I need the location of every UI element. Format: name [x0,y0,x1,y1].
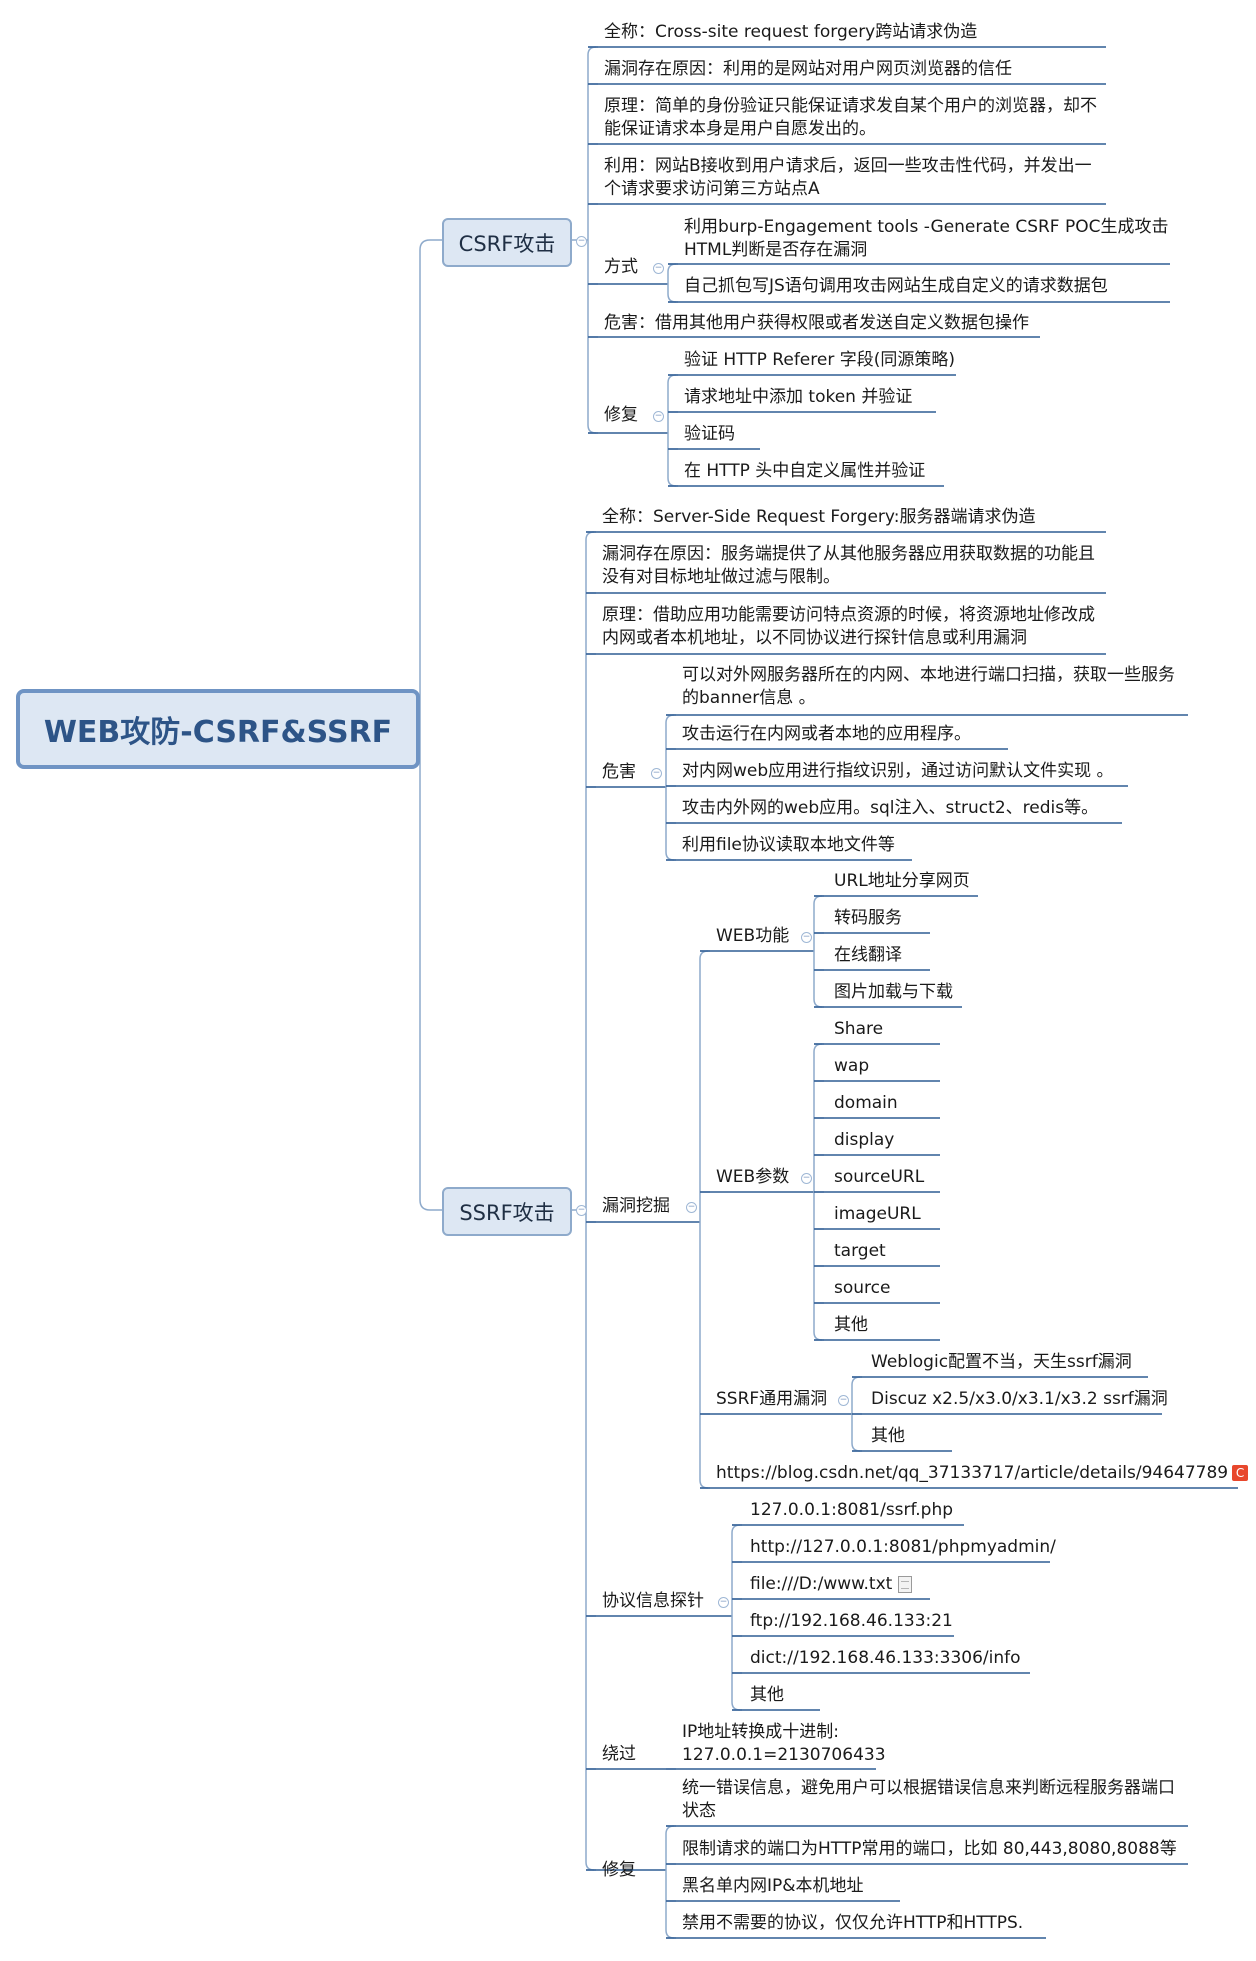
connector-line [585,1861,595,1871]
csrf-fullname: 全称：Cross-site request forgery跨站请求伪造 [604,22,978,42]
web-func-2: 转码服务 [834,908,902,928]
root-topic[interactable]: WEB攻防-CSRF&SSRF [16,689,420,769]
ssrf-harm-4: 攻击内外网的web应用。sql注入、struct2、redis等。 [682,798,1099,818]
ssrf-reference-link[interactable]: https://blog.csdn.net/qq_37133717/articl… [716,1462,1249,1485]
collapse-icon[interactable]: − [576,1205,587,1216]
connector-line [813,895,823,905]
csrf-method-2: 自己抓包写JS语句调用攻击网站生成自定义的请求数据包 [684,276,1108,296]
csrf-method-label: 方式 [604,257,638,277]
connector-line [419,239,442,725]
collapse-icon[interactable]: − [576,236,587,247]
collapse-icon[interactable]: − [686,1202,697,1213]
web-func-1: URL地址分享网页 [834,871,970,891]
ssrf-common-3: 其他 [871,1426,905,1446]
connector-line [587,46,597,56]
collapse-icon[interactable]: − [653,263,664,274]
connector-line [419,725,442,1211]
web-func-label: WEB功能 [716,926,790,946]
connector-line [813,1043,823,1053]
probe-5: dict://192.168.46.133:3306/info [750,1648,1021,1668]
csrf-harm: 危害：借用其他用户获得权限或者发送自定义数据包操作 [604,313,1029,333]
ssrf-fix-label: 修复 [602,1860,636,1880]
csrf-fix-2: 请求地址中添加 token 并验证 [684,387,913,407]
web-func-3: 在线翻译 [834,945,902,965]
csrf-method-1: 利用burp-Engagement tools -Generate CSRF P… [684,217,1169,260]
probe-6: 其他 [750,1685,784,1705]
csrf-cause: 漏洞存在原因：利用的是网站对用户网页浏览器的信任 [604,59,1012,79]
web-param-3: domain [834,1093,898,1113]
collapse-icon[interactable]: − [653,411,664,422]
probe-3: file:///D:/www.txt [750,1573,913,1596]
connector-line [665,1825,675,1835]
web-param-6: imageURL [834,1204,921,1224]
web-param-1: Share [834,1019,884,1039]
collapse-icon[interactable]: − [838,1395,849,1406]
csrf-topic[interactable]: CSRF攻击 [442,218,572,267]
ssrf-cause: 漏洞存在原因：服务端提供了从其他服务器应用获取数据的功能且没有对目标地址做过滤与… [602,544,1095,587]
connector-line [813,998,823,1008]
csdn-link-icon[interactable]: C [1232,1465,1249,1481]
connector-line [851,1376,861,1386]
link-text[interactable]: https://blog.csdn.net/qq_37133717/articl… [716,1463,1229,1483]
csrf-principle: 原理：简单的身份验证只能保证请求发自某个用户的浏览器，却不能保证请求本身是用户自… [604,96,1097,139]
ssrf-harm-label: 危害 [602,762,636,782]
ssrf-common-1: Weblogic配置不当，天生ssrf漏洞 [871,1352,1132,1372]
web-param-8: source [834,1278,891,1298]
ssrf-harm-3: 对内网web应用进行指纹识别，通过访问默认文件实现 。 [682,761,1114,781]
connector-line [731,1524,741,1534]
csrf-fix-label: 修复 [604,405,638,425]
connector-line [667,374,677,384]
connector-line [699,950,709,960]
ssrf-common-label: SSRF通用漏洞 [716,1389,828,1409]
connector-line [851,1442,861,1452]
csrf-fix-4: 在 HTTP 头中自定义属性并验证 [684,461,926,481]
note-icon[interactable] [898,1575,913,1593]
web-param-7: target [834,1241,886,1261]
connector-line [665,851,675,861]
connector-line [665,1929,675,1939]
connector-line [587,424,597,434]
probe-4: ftp://192.168.46.133:21 [750,1611,953,1631]
probe-3-text: file:///D:/www.txt [750,1574,893,1594]
ssrf-fix-3: 黑名单内网IP&本机地址 [682,1876,864,1896]
connector-line [667,263,677,273]
csrf-fix-1: 验证 HTTP Referer 字段(同源策略) [684,350,955,370]
ssrf-harm-2: 攻击运行在内网或者本地的应用程序。 [682,724,971,744]
collapse-icon[interactable]: − [651,768,662,779]
bypass-label: 绕过 [602,1744,636,1764]
connector-line [699,1479,709,1489]
connector-line [813,1331,823,1341]
connector-line [667,293,677,303]
web-params-label: WEB参数 [716,1167,790,1187]
web-param-2: wap [834,1056,870,1076]
ssrf-harm-1: 可以对外网服务器所在的内网、本地进行端口扫描，获取一些服务的banner信息 。 [682,665,1175,708]
probe-label: 协议信息探针 [602,1591,704,1611]
collapse-icon[interactable]: − [801,1173,812,1184]
ssrf-fix-2: 限制请求的端口为HTTP常用的端口，比如 80,443,8080,8088等 [682,1839,1177,1859]
csrf-exploit: 利用：网站B接收到用户请求后，返回一些攻击性代码，并发出一个请求要求访问第三方站… [604,156,1092,199]
ssrf-fullname: 全称：Server-Side Request Forgery:服务器端请求伪造 [602,507,1036,527]
collapse-icon[interactable]: − [718,1597,729,1608]
web-param-5: sourceURL [834,1167,925,1187]
probe-1: 127.0.0.1:8081/ssrf.php [750,1500,954,1520]
ssrf-topic[interactable]: SSRF攻击 [442,1187,572,1236]
connector-line [585,531,595,541]
bypass-text: IP地址转换成十进制: 127.0.0.1=2130706433 [682,1722,886,1765]
ssrf-mining-label: 漏洞挖掘 [602,1196,670,1216]
connector-line [665,714,675,724]
ssrf-harm-5: 利用file协议读取本地文件等 [682,835,895,855]
connector-line [731,1701,741,1711]
ssrf-principle: 原理：借助应用功能需要访问特点资源的时候，将资源地址修改成内网或者本机地址，以不… [602,605,1095,648]
ssrf-fix-4: 禁用不需要的协议，仅仅允许HTTP和HTTPS. [682,1913,1024,1933]
ssrf-fix-1: 统一错误信息，避免用户可以根据错误信息来判断远程服务器端口状态 [682,1778,1175,1821]
csrf-fix-3: 验证码 [684,424,735,444]
ssrf-common-2: Discuz x2.5/x3.0/x3.1/x3.2 ssrf漏洞 [871,1389,1168,1409]
probe-2: http://127.0.0.1:8081/phpmyadmin/ [750,1537,1056,1557]
web-param-9: 其他 [834,1315,868,1335]
web-func-4: 图片加载与下载 [834,982,953,1002]
collapse-icon[interactable]: − [801,932,812,943]
connector-line [667,477,677,487]
web-param-4: display [834,1130,895,1150]
